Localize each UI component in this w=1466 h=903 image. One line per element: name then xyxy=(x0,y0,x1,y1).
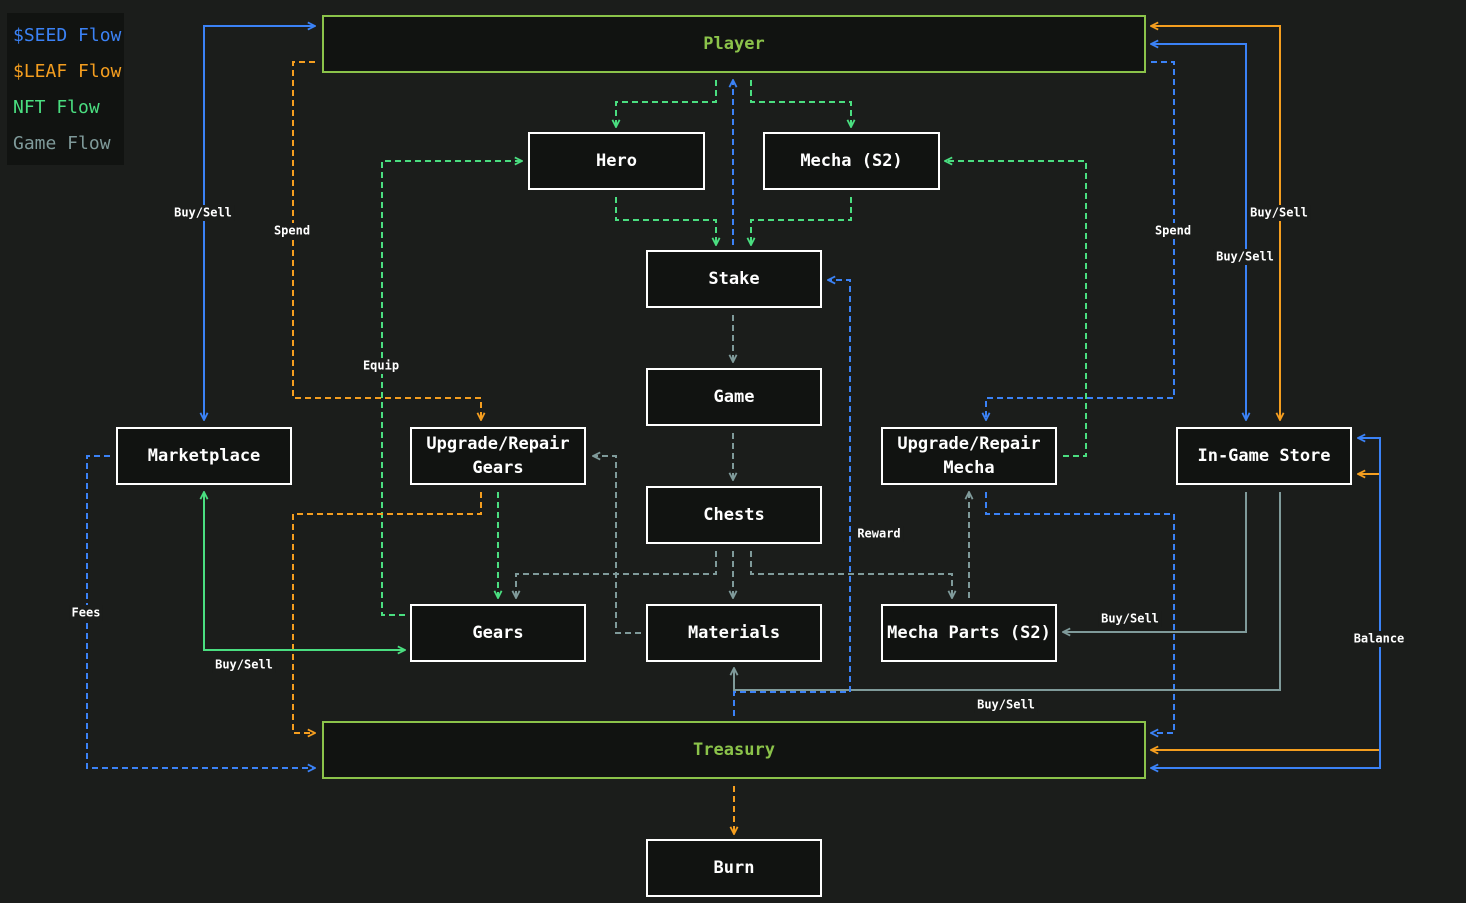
node-mecha-parts: Mecha Parts (S2) xyxy=(881,604,1057,662)
edge-label-bg xyxy=(1351,631,1407,647)
node-burn-label: Burn xyxy=(714,858,755,878)
edge-leaf-22 xyxy=(1151,26,1280,420)
edge-seed-17 xyxy=(86,455,315,768)
edge-label-bg xyxy=(854,526,904,542)
node-mecha-label: Mecha (S2) xyxy=(800,151,902,171)
node-materials: Materials xyxy=(646,604,822,662)
legend-item-game: Game Flow xyxy=(13,133,111,154)
node-player: Player xyxy=(322,15,1146,73)
edge-seed-23 xyxy=(1151,44,1246,420)
node-marketplace-label: Marketplace xyxy=(148,446,261,466)
node-gears-label: Gears xyxy=(472,623,523,643)
node-upgrade-gears-label: Upgrade/Repair xyxy=(426,434,569,454)
edge-seed-0 xyxy=(204,26,315,420)
edge-label-equip-2: Equip xyxy=(363,359,399,373)
edge-label-fees-7: Fees xyxy=(72,606,101,620)
edge-seed-18 xyxy=(986,61,1175,420)
node-materials-label: Materials xyxy=(688,623,780,643)
node-burn: Burn xyxy=(646,839,822,897)
edge-nft-3 xyxy=(750,80,851,127)
legend-item-nft: NFT Flow xyxy=(13,97,100,118)
edge-label-buy-sell-8: Buy/Sell xyxy=(1101,612,1159,626)
edge-label-bg xyxy=(974,697,1038,713)
node-player-label: Player xyxy=(703,34,764,54)
node-gears: Gears xyxy=(410,604,586,662)
edge-seed-27 xyxy=(1151,438,1381,768)
edge-game-15 xyxy=(593,456,641,634)
node-treasury: Treasury xyxy=(322,721,1146,779)
edge-label-balance-9: Balance xyxy=(1354,632,1405,646)
node-stake: Stake xyxy=(646,250,822,308)
edge-seed-28 xyxy=(733,280,851,716)
node-stake-label: Stake xyxy=(708,269,759,289)
edge-label-reward-6: Reward xyxy=(857,527,900,541)
edge-label-bg xyxy=(212,657,276,673)
edge-label-bg xyxy=(1247,205,1311,221)
edge-label-spend-4: Spend xyxy=(1155,224,1191,238)
edge-label-buy-sell-11: Buy/Sell xyxy=(977,698,1035,712)
edge-nft-16 xyxy=(204,492,405,650)
node-upgrade-mecha-label: Upgrade/Repair xyxy=(897,434,1040,454)
node-store-label: In-Game Store xyxy=(1197,446,1330,466)
node-game-label: Game xyxy=(714,387,755,407)
edge-game-11 xyxy=(750,551,952,598)
legend-item-leaf: $LEAF Flow xyxy=(13,61,122,82)
node-chests-label: Chests xyxy=(703,505,764,525)
edge-nft-2 xyxy=(616,80,717,127)
node-store: In-Game Store xyxy=(1176,427,1352,485)
edge-label-buy-sell-5: Buy/Sell xyxy=(1216,250,1274,264)
node-chests: Chests xyxy=(646,486,822,544)
edge-leaf-1 xyxy=(292,61,481,420)
edge-label-buy-sell-0: Buy/Sell xyxy=(174,206,232,220)
edge-label-spend-1: Spend xyxy=(274,224,310,238)
edge-label-bg xyxy=(360,358,402,374)
edge-nft-12 xyxy=(381,161,522,616)
edge-nft-6 xyxy=(751,197,852,245)
node-upgrade-gears-label: Gears xyxy=(472,458,523,478)
node-game: Game xyxy=(646,368,822,426)
edge-leaf-26 xyxy=(1151,474,1381,750)
edge-label-buy-sell-3: Buy/Sell xyxy=(1250,206,1308,220)
node-upgrade-mecha-label: Mecha xyxy=(943,458,994,478)
legend-item-seed: $SEED Flow xyxy=(13,25,122,46)
edge-label-bg xyxy=(1213,249,1277,265)
node-hero: Hero xyxy=(528,132,705,190)
edge-nft-19 xyxy=(945,161,1087,457)
node-treasury-label: Treasury xyxy=(693,740,775,760)
edge-label-buy-sell-10: Buy/Sell xyxy=(215,658,273,672)
node-marketplace: Marketplace xyxy=(116,427,292,485)
edge-label-bg xyxy=(171,205,235,221)
edge-label-bg xyxy=(1098,611,1162,627)
edge-nft-5 xyxy=(615,197,716,245)
edge-label-bg xyxy=(1152,223,1194,239)
edge-label-bg xyxy=(69,605,103,621)
node-mecha-parts-label: Mecha Parts (S2) xyxy=(887,623,1051,643)
edge-label-bg xyxy=(271,223,313,239)
node-hero-label: Hero xyxy=(596,151,637,171)
node-mecha: Mecha (S2) xyxy=(763,132,940,190)
legend: $SEED Flow $LEAF Flow NFT Flow Game Flow xyxy=(7,13,124,165)
